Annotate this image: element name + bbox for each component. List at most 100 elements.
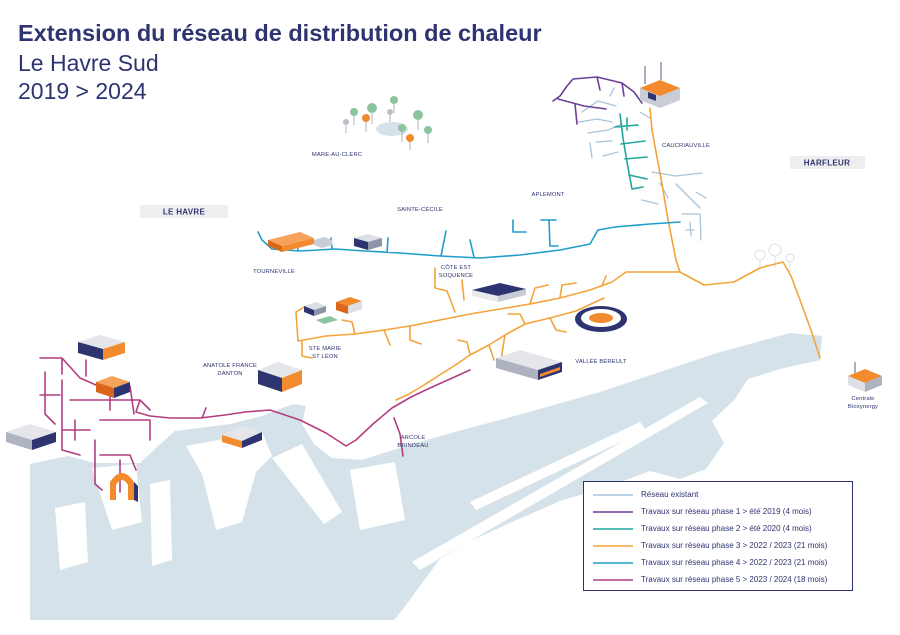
west-building-1-icon (78, 335, 125, 360)
harfleur-label-box (790, 156, 865, 169)
label-st-leon: ST LÉON (312, 353, 338, 360)
label-le-havre: LE HAVRE (163, 208, 206, 217)
chimneys (644, 62, 662, 84)
page-subtitle: Le Havre Sud (18, 49, 159, 76)
legend-label: Travaux sur réseau phase 2 > été 2020 (4… (641, 524, 812, 533)
stadium-pitch (589, 313, 613, 323)
building-wall (222, 435, 242, 448)
plant-roof (640, 80, 680, 96)
west-building-2-icon (96, 376, 130, 398)
heating-plant-icon (640, 62, 680, 108)
legend-label: Réseau existant (641, 490, 699, 499)
building-roof (6, 424, 56, 440)
label-aplemont: APLEMONT (531, 192, 564, 198)
building-wall (103, 342, 125, 360)
le-havre-label-box (140, 205, 228, 218)
building-wall (32, 432, 56, 450)
legend-item-existing: Réseau existant (584, 486, 852, 503)
label-caucriauville: CAUCRIAUVILLE (662, 143, 710, 149)
legend-label: Travaux sur réseau phase 1 > été 2019 (4… (641, 507, 812, 516)
building-roof (268, 232, 314, 246)
stadium-icon (575, 306, 627, 332)
building-wall (496, 358, 538, 380)
network-phase-1 (552, 76, 643, 125)
ste-marie-buildings-icon (304, 297, 362, 324)
label-sainte-cecile: SAINTE-CÉCILE (397, 206, 443, 213)
green-space (316, 316, 338, 324)
tree-trunks (345, 104, 429, 150)
plant-wall (848, 376, 865, 392)
legend-item-phase-3: Travaux sur réseau phase 3 > 2022 / 2023… (584, 537, 852, 554)
arch-building-icon (110, 473, 138, 502)
biosynergy-plant-icon (848, 362, 882, 392)
building-wall (472, 290, 498, 302)
tourneville-building-icon (268, 232, 332, 252)
tree-icon (362, 114, 414, 142)
network-existing (578, 87, 707, 241)
legend-swatch (593, 510, 633, 513)
legend-label: Travaux sur réseau phase 3 > 2022 / 2023… (641, 541, 828, 550)
label-mare-au-clerc: MARE-AU-CLERC (312, 152, 362, 158)
network-phase-2 (614, 113, 648, 190)
building-wall (368, 238, 382, 250)
legend-label: Travaux sur réseau phase 5 > 2023 / 2024… (641, 575, 828, 584)
sainte-cecile-building-icon (354, 234, 382, 250)
label-tourneville: TOURNEVILLE (253, 269, 295, 275)
building-wall (354, 238, 368, 250)
building-wall (498, 289, 526, 302)
legend-item-phase-1: Travaux sur réseau phase 1 > été 2019 (4… (584, 503, 852, 520)
legend-item-phase-4: Travaux sur réseau phase 4 > 2022 / 2023… (584, 554, 852, 571)
port-water (30, 333, 822, 620)
legend-swatch (593, 493, 633, 496)
building-wall (96, 382, 114, 398)
label-cote-est: CÔTE EST (441, 264, 471, 271)
building-roof (336, 297, 362, 306)
label-brindeau: BRINDEAU (397, 443, 428, 449)
map-legend: Réseau existant Travaux sur réseau phase… (583, 481, 853, 591)
legend-label: Travaux sur réseau phase 4 > 2022 / 2023… (641, 558, 828, 567)
building-roof (472, 283, 526, 296)
label-biosynergy: Biosynergy (848, 404, 878, 410)
vallee-bereult-building-icon (496, 350, 562, 380)
place-labels: LE HAVRE HARFLEUR MARE-AU-CLERC CAUCRIAU… (140, 143, 878, 449)
label-arcole: ARCOLE (401, 435, 426, 441)
harfleur-trees-icon (754, 243, 795, 272)
building-annex (314, 237, 332, 248)
mare-au-clerc-park (343, 96, 432, 150)
anatole-france-building-icon (258, 362, 302, 392)
label-anatole-france: ANATOLE FRANCE (203, 363, 257, 369)
network-phase-3 (295, 107, 821, 401)
legend-item-phase-2: Travaux sur réseau phase 2 > été 2020 (4… (584, 520, 852, 537)
label-soquence: SOQUENCE (439, 273, 473, 279)
building-roof (258, 362, 302, 378)
building-wall (78, 342, 103, 360)
label-ste-marie: STE MARIE (309, 346, 342, 352)
building-wall (336, 302, 348, 314)
legend-swatch (593, 527, 633, 530)
building-roof (78, 335, 125, 349)
building-roof (96, 376, 130, 388)
arch-shape (110, 473, 134, 500)
plant-door (648, 92, 656, 101)
page-title: Extension du réseau de distribution de c… (18, 20, 542, 46)
building-accent (540, 367, 560, 377)
plant-wall (865, 376, 882, 392)
page-period: 2019 > 2024 (18, 77, 147, 104)
cote-est-building-icon (472, 283, 526, 302)
port-docks (55, 397, 708, 570)
legend-swatch (593, 544, 633, 547)
building-wall (282, 370, 302, 392)
building-wall (6, 432, 32, 450)
building-wall (314, 306, 326, 316)
building-roof (304, 302, 326, 310)
building-wall (114, 382, 130, 398)
building-wall (304, 306, 314, 316)
label-danton: DANTON (217, 371, 242, 377)
legend-swatch (593, 578, 633, 581)
arch-side (134, 482, 138, 502)
tree-icon (343, 109, 393, 125)
building-wall (348, 301, 362, 314)
label-centrale: Centrale (851, 396, 874, 402)
label-harfleur: HARFLEUR (804, 159, 850, 168)
